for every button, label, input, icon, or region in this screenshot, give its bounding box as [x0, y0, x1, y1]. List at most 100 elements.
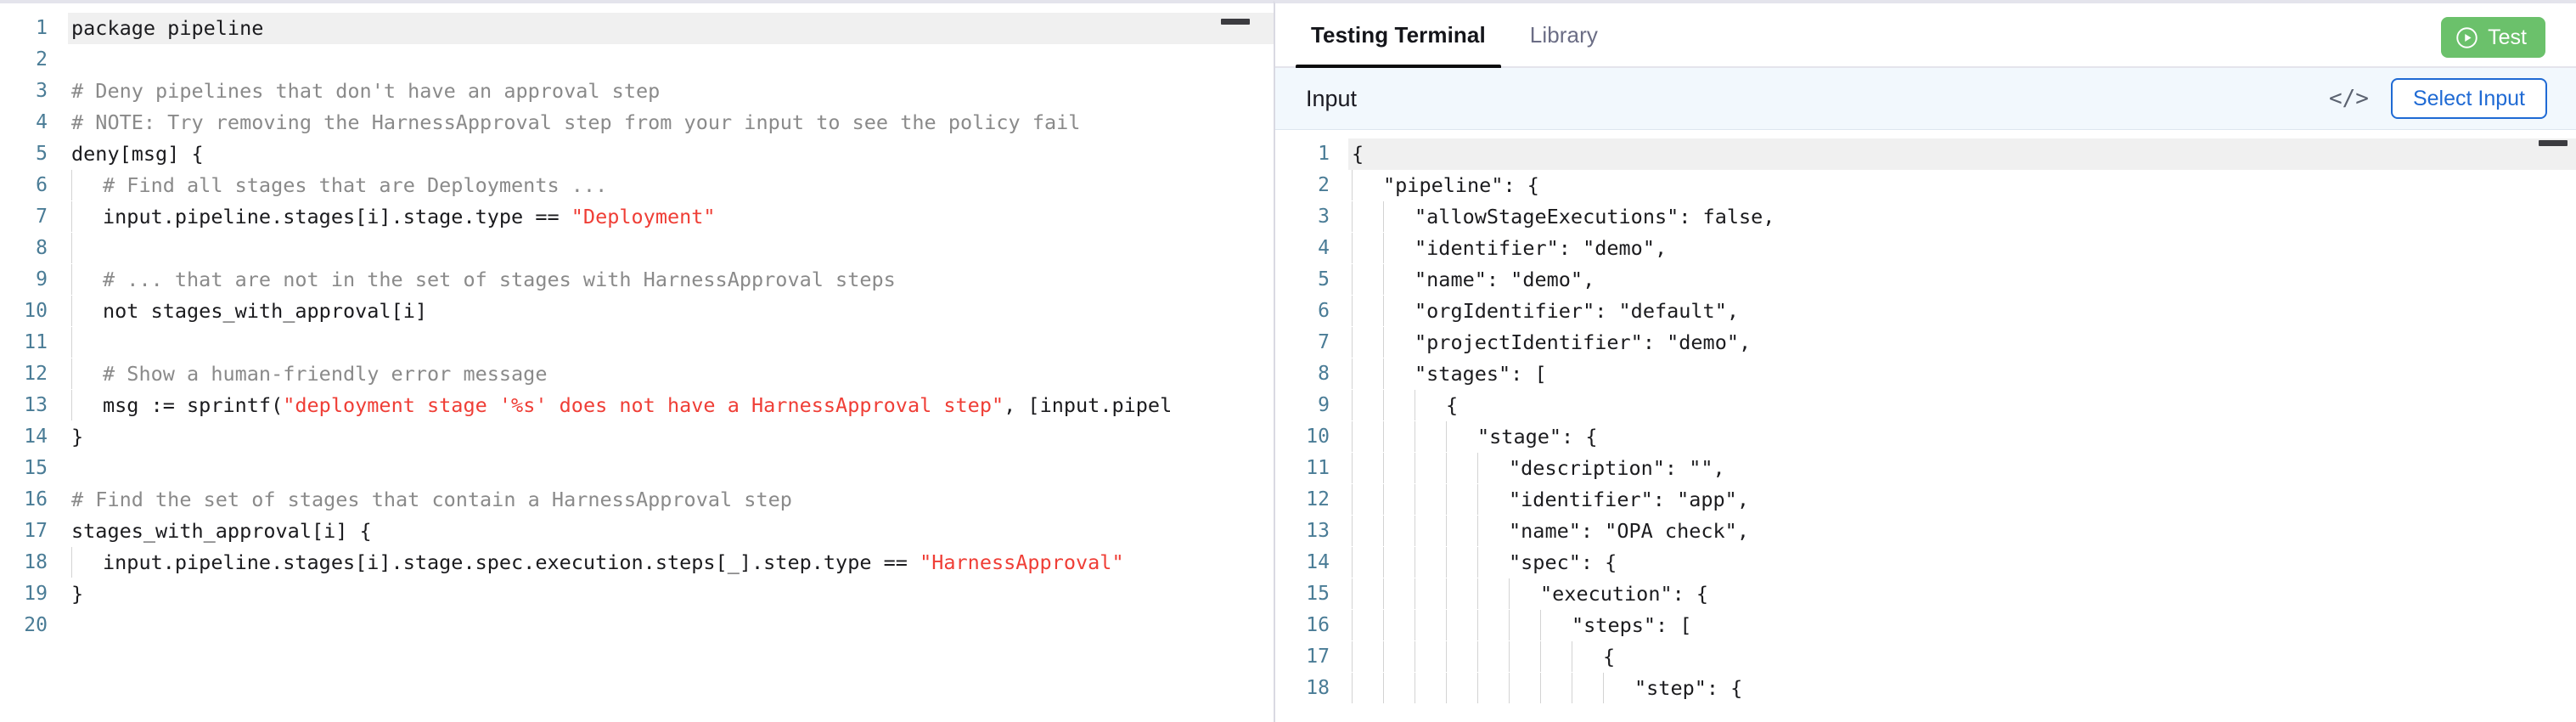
json-line[interactable]: 9{ — [1275, 390, 2576, 421]
line-number: 8 — [36, 237, 48, 259]
json-collapse-icon[interactable] — [2539, 140, 2568, 146]
test-button[interactable]: Test — [2441, 17, 2545, 58]
token-string: "deployment stage '%s' does not have a H… — [283, 393, 1004, 417]
code-line-text — [68, 610, 1274, 641]
code-line-text: deny[msg] { — [68, 138, 1274, 170]
code-line[interactable]: 15 — [0, 453, 1274, 484]
json-line-text: "identifier": "app", — [1348, 484, 2576, 516]
indent-guide — [1352, 390, 1353, 420]
json-line-text: "name": "demo", — [1348, 264, 2576, 296]
json-line[interactable]: 8"stages": [ — [1275, 358, 2576, 390]
json-line-text: "description": "", — [1348, 453, 2576, 484]
indent-guide — [1352, 264, 1353, 295]
tab-library[interactable]: Library — [1508, 3, 1620, 67]
tab-testing-terminal[interactable]: Testing Terminal — [1289, 3, 1508, 69]
json-line-text: "spec": { — [1348, 547, 2576, 578]
code-line-text — [68, 44, 1274, 76]
json-line[interactable]: 10"stage": { — [1275, 421, 2576, 453]
json-line-text: { — [1348, 390, 2576, 421]
token-plain: } — [71, 425, 84, 448]
json-line[interactable]: 1{ — [1275, 138, 2576, 170]
code-tokens: # Deny pipelines that don't have an appr… — [71, 76, 660, 107]
indent-guide — [1383, 327, 1384, 358]
code-line[interactable]: 19} — [0, 578, 1274, 610]
code-line[interactable]: 2 — [0, 44, 1274, 76]
code-line-text: msg := sprintf("deployment stage '%s' do… — [68, 390, 1274, 421]
code-line[interactable]: 6# Find all stages that are Deployments … — [0, 170, 1274, 201]
code-line[interactable]: 4# NOTE: Try removing the HarnessApprova… — [0, 107, 1274, 138]
code-tokens: input.pipeline.stages[i].stage.spec.exec… — [103, 547, 1124, 578]
indent-guide — [1352, 547, 1353, 578]
line-number: 12 — [24, 363, 48, 385]
line-number: 15 — [1306, 583, 1330, 605]
token-string: "HarnessApproval" — [920, 550, 1124, 574]
code-brackets-icon[interactable]: </> — [2329, 86, 2369, 111]
json-line[interactable]: 5"name": "demo", — [1275, 264, 2576, 296]
code-line-text: } — [68, 578, 1274, 610]
json-line[interactable]: 18"step": { — [1275, 673, 2576, 704]
code-line[interactable]: 20 — [0, 610, 1274, 641]
code-line[interactable]: 9# ... that are not in the set of stages… — [0, 264, 1274, 296]
code-tokens: # Find all stages that are Deployments .… — [103, 170, 607, 201]
indent-guide — [1477, 641, 1478, 672]
indent-guide — [1446, 547, 1447, 578]
token-string: "Deployment" — [571, 205, 716, 228]
json-line[interactable]: 6"orgIdentifier": "default", — [1275, 296, 2576, 327]
line-number: 8 — [1318, 363, 1330, 385]
json-line[interactable]: 14"spec": { — [1275, 547, 2576, 578]
indent-guide — [1383, 264, 1384, 295]
json-line[interactable]: 4"identifier": "demo", — [1275, 233, 2576, 264]
line-number: 9 — [1318, 394, 1330, 416]
code-line[interactable]: 16# Find the set of stages that contain … — [0, 484, 1274, 516]
indent-guide — [1540, 610, 1541, 640]
code-tokens: package pipeline — [71, 13, 263, 44]
code-line[interactable]: 12# Show a human-friendly error message — [0, 358, 1274, 390]
indent-guide — [71, 264, 72, 295]
indent-guide — [1509, 610, 1510, 640]
code-line[interactable]: 8 — [0, 233, 1274, 264]
indent-guide — [71, 390, 72, 420]
json-tokens: "name": "OPA check", — [1509, 519, 1749, 543]
json-line[interactable]: 2"pipeline": { — [1275, 170, 2576, 201]
line-number: 3 — [36, 80, 48, 102]
line-number: 20 — [24, 614, 48, 636]
code-line[interactable]: 14} — [0, 421, 1274, 453]
json-line[interactable]: 11"description": "", — [1275, 453, 2576, 484]
indent-guide — [1352, 296, 1353, 326]
token-comment: # Find all stages that are Deployments .… — [103, 173, 608, 197]
json-line[interactable]: 13"name": "OPA check", — [1275, 516, 2576, 547]
json-tokens: "allowStageExecutions": false, — [1415, 205, 1775, 228]
json-scrollbar[interactable] — [2568, 130, 2576, 722]
json-line[interactable]: 3"allowStageExecutions": false, — [1275, 201, 2576, 233]
editor-collapse-icon[interactable] — [1221, 19, 1250, 25]
code-line-text: input.pipeline.stages[i].stage.type == "… — [68, 201, 1274, 233]
select-input-button[interactable]: Select Input — [2390, 78, 2547, 119]
json-input-editor[interactable]: 1{2"pipeline": {3"allowStageExecutions":… — [1275, 130, 2576, 722]
indent-guide — [1352, 201, 1353, 232]
json-line[interactable]: 7"projectIdentifier": "demo", — [1275, 327, 2576, 358]
json-line-text: "orgIdentifier": "default", — [1348, 296, 2576, 327]
json-line[interactable]: 16"steps": [ — [1275, 610, 2576, 641]
line-number: 4 — [1318, 237, 1330, 259]
json-tokens: "steps": [ — [1572, 613, 1692, 637]
json-line[interactable]: 15"execution": { — [1275, 578, 2576, 610]
indent-guide — [1509, 641, 1510, 672]
json-line[interactable]: 17{ — [1275, 641, 2576, 673]
line-number: 11 — [24, 331, 48, 353]
code-line[interactable]: 11 — [0, 327, 1274, 358]
json-line[interactable]: 12"identifier": "app", — [1275, 484, 2576, 516]
json-line-text: { — [1348, 138, 2576, 170]
play-circle-icon — [2455, 26, 2478, 49]
indent-guide — [1446, 578, 1447, 609]
json-code-area[interactable]: 1{2"pipeline": {3"allowStageExecutions":… — [1275, 130, 2576, 704]
code-line[interactable]: 3 # Deny pipelines that don't have an app… — [0, 76, 1274, 107]
